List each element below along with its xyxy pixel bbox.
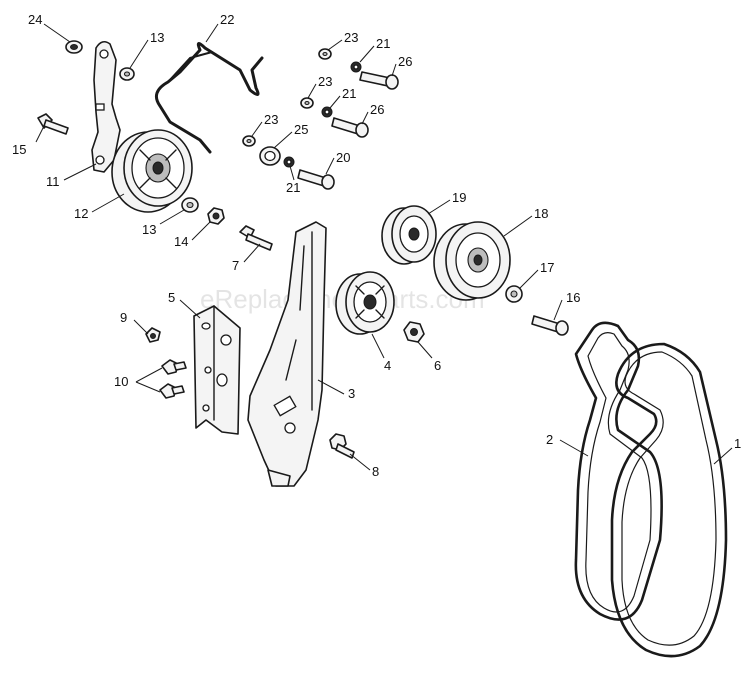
part-21a-lock-washer [350, 61, 362, 73]
callout-10: 10 [114, 374, 128, 389]
callout-15: 15 [12, 142, 26, 157]
callout-17: 17 [540, 260, 554, 275]
callout-13-low: 13 [142, 222, 156, 237]
part-13b-washer [181, 197, 199, 213]
part-2-belt [574, 321, 663, 621]
callout-25: 25 [294, 122, 308, 137]
part-21b-lock-washer [321, 106, 333, 118]
part-14-nut [207, 207, 225, 225]
part-26b-bolt [331, 117, 369, 138]
callout-13-top: 13 [150, 30, 164, 45]
callout-8: 8 [372, 464, 379, 479]
part-11-idler-arm [91, 40, 121, 173]
callout-6: 6 [434, 358, 441, 373]
part-5-plate [193, 305, 241, 435]
callout-12: 12 [74, 206, 88, 221]
part-23a-washer [318, 48, 332, 60]
leader-lines [35, 23, 733, 471]
callout-26-top: 26 [398, 54, 412, 69]
part-8-bolt [329, 433, 355, 459]
part-3-bracket [247, 221, 327, 487]
part-19-pulley [381, 205, 437, 265]
callout-26-mid: 26 [370, 102, 384, 117]
part-13a-washer [119, 67, 135, 81]
part-23c-washer [242, 135, 256, 147]
part-9-bolt [145, 327, 161, 343]
callout-14: 14 [174, 234, 188, 249]
part-24-washer [65, 40, 83, 54]
callout-7: 7 [232, 258, 239, 273]
callout-3: 3 [348, 386, 355, 401]
part-15-bolt [37, 113, 69, 135]
part-20-bolt [297, 169, 335, 190]
part-10-bolts [159, 359, 187, 399]
callout-2: 2 [546, 432, 553, 447]
callout-18: 18 [534, 206, 548, 221]
part-7-bolt [239, 225, 273, 251]
callout-23-top: 23 [344, 30, 358, 45]
callout-23-mid: 23 [318, 74, 332, 89]
callout-20: 20 [336, 150, 350, 165]
callout-21-top: 21 [376, 36, 390, 51]
callout-11: 11 [46, 174, 60, 189]
callout-19: 19 [452, 190, 466, 205]
part-21c-lock-washer [283, 156, 295, 168]
callout-4: 4 [384, 358, 391, 373]
callout-16: 16 [566, 290, 580, 305]
part-4-pulley [335, 271, 395, 335]
callout-22: 22 [220, 12, 234, 27]
part-18-pulley [433, 221, 511, 301]
part-1-belt [610, 342, 728, 658]
callouts: 24 13 22 23 21 26 23 21 26 23 25 20 21 1… [12, 12, 741, 479]
callout-21-mid: 21 [342, 86, 356, 101]
callout-1: 1 [734, 436, 741, 451]
callout-5: 5 [168, 290, 175, 305]
callout-21-low: 21 [286, 180, 300, 195]
part-6-nut [403, 321, 425, 343]
callout-23-low: 23 [264, 112, 278, 127]
callout-9: 9 [120, 310, 127, 325]
part-12-pulley [111, 129, 193, 213]
part-25-spacer [259, 146, 281, 166]
part-16-bolt [531, 315, 569, 336]
part-22-spring-rod [154, 42, 264, 154]
callout-24: 24 [28, 12, 42, 27]
part-17-washer [505, 285, 523, 303]
part-23b-washer [300, 97, 314, 109]
